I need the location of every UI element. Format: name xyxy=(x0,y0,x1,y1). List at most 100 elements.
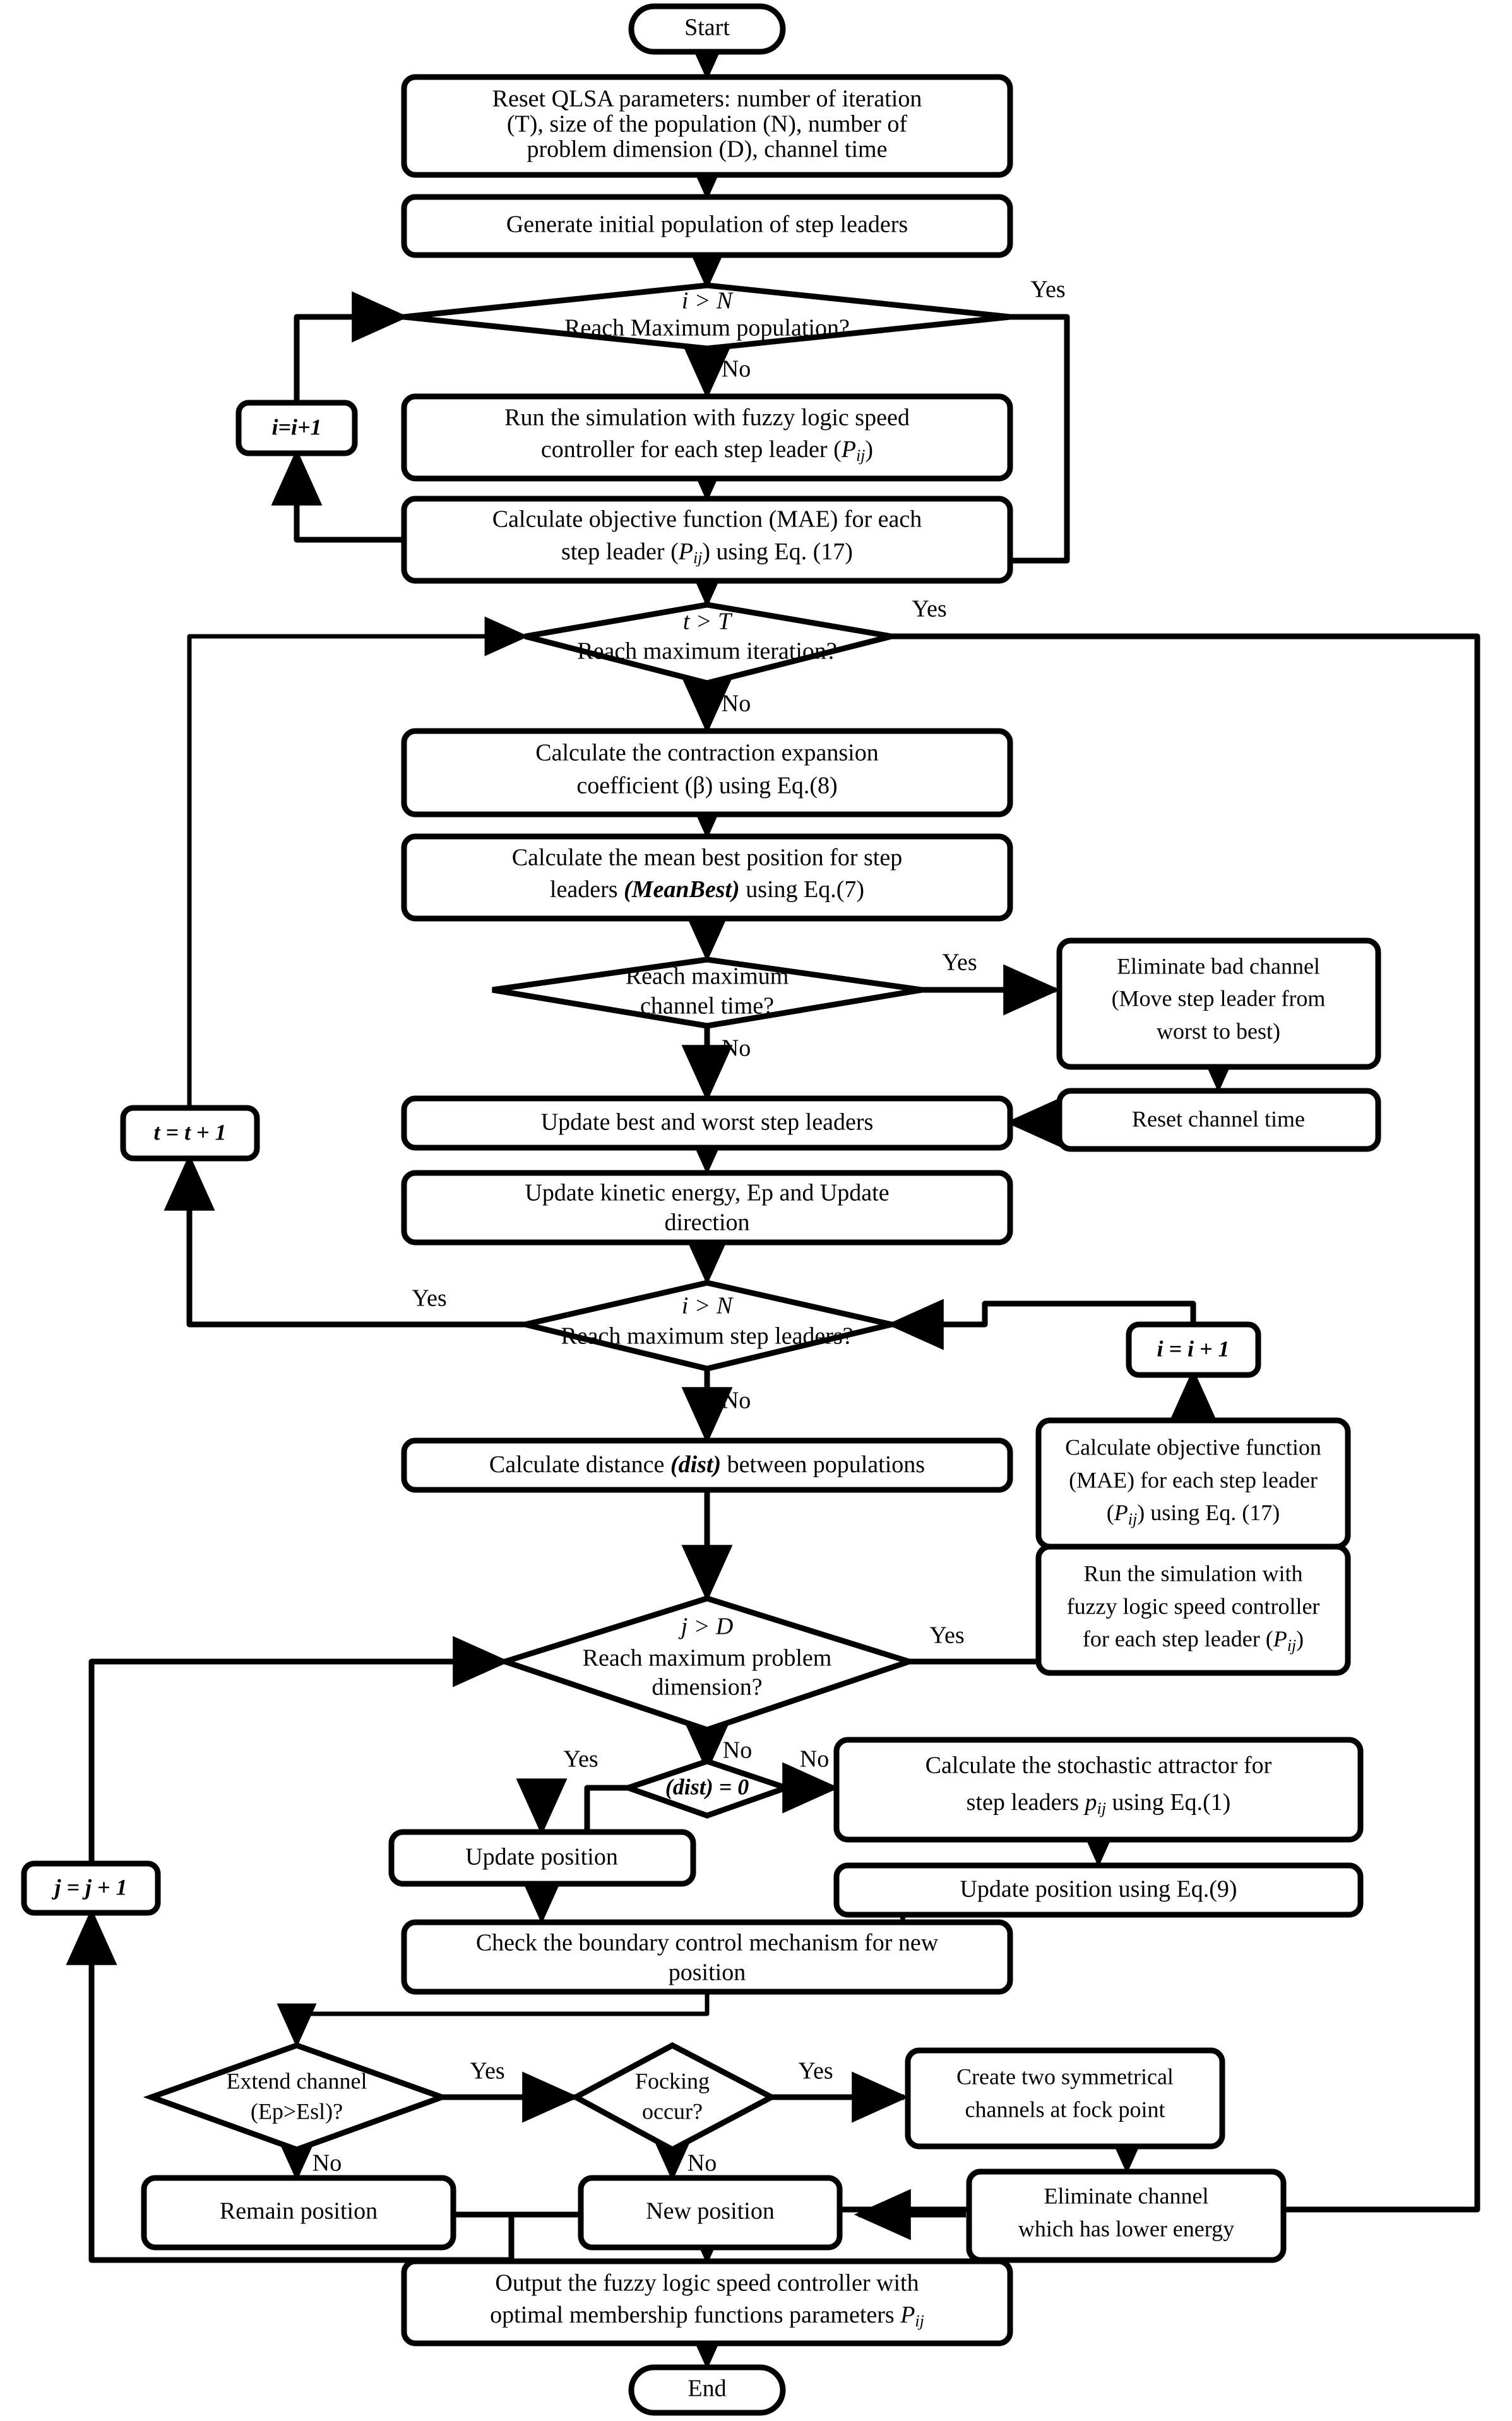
node-decision-step-leaders[interactable]: i > N Reach maximum step leaders? xyxy=(524,1280,893,1372)
label-deciter-no: No xyxy=(722,691,751,717)
node-reset-channel-time[interactable]: Reset channel time xyxy=(1056,1088,1381,1152)
decision-channel-time-shape xyxy=(492,956,922,1029)
check-boundary-line1: Check the boundary control mechanism for… xyxy=(476,1930,939,1956)
node-calc-meanbest[interactable]: Calculate the mean best position for ste… xyxy=(401,833,1013,922)
update-kinetic-energy-shape xyxy=(401,1170,1013,1246)
j-increment-shape xyxy=(21,1860,161,1916)
decision-focking-line2: occur? xyxy=(642,2098,703,2124)
node-generate-population[interactable]: Generate initial population of step lead… xyxy=(401,194,1013,258)
node-calc-distance[interactable]: Calculate distance (dist) between popula… xyxy=(401,1437,1013,1493)
label-decdist-no: No xyxy=(800,1746,829,1773)
i-increment-2-label: i = i + 1 xyxy=(1157,1336,1229,1361)
edge-decsl-yes xyxy=(164,1153,525,1328)
calc-objective-2-line2: (MAE) for each step leader xyxy=(1069,1467,1318,1492)
reset-channel-time-label: Reset channel time xyxy=(1132,1106,1305,1131)
decision-population-line2: Reach Maximum population? xyxy=(564,315,850,342)
run-simulation-2-line3: for each step leader (Pij) xyxy=(1083,1626,1304,1655)
node-end[interactable]: End xyxy=(628,2364,786,2416)
node-decision-focking[interactable]: Focking occur? xyxy=(569,2042,778,2153)
label-decfock-yes: Yes xyxy=(798,2058,833,2085)
node-calc-objective-2[interactable]: Calculate objective function (MAE) for e… xyxy=(1035,1417,1351,1550)
label-decchannel-yes: Yes xyxy=(942,949,977,976)
calc-distance-shape xyxy=(401,1437,1013,1493)
node-run-simulation-1[interactable]: Run the simulation with fuzzy logic spee… xyxy=(401,393,1013,482)
node-remain-position[interactable]: Remain position xyxy=(141,2175,456,2251)
node-update-position[interactable]: Update position xyxy=(388,1829,696,1887)
update-ke-line1: Update kinetic energy, Ep and Update xyxy=(525,1180,889,1206)
node-run-simulation-2[interactable]: Run the simulation with fuzzy logic spee… xyxy=(1035,1544,1351,1676)
update-position-eq9-shape xyxy=(833,1862,1364,1918)
j-increment-label: j = j + 1 xyxy=(51,1874,127,1900)
eliminate-lower-line1: Eliminate channel xyxy=(1044,2183,1209,2208)
check-boundary-shape xyxy=(401,1919,1013,1995)
calc-beta-line1: Calculate the contraction expansion xyxy=(535,740,878,766)
label-decfock-no: No xyxy=(688,2150,717,2177)
node-create-two-channels[interactable]: Create two symmetrical channels at fock … xyxy=(905,2047,1225,2150)
node-output[interactable]: Output the fuzzy logic speed controller … xyxy=(401,2258,1013,2347)
node-start[interactable]: Start xyxy=(628,3,786,55)
node-i-increment-2[interactable]: i = i + 1 xyxy=(1126,1321,1261,1378)
t-increment-label: t = t + 1 xyxy=(153,1119,226,1145)
edge-iinc1-to-decpop xyxy=(294,291,409,403)
node-eliminate-bad-channel[interactable]: Eliminate bad channel (Move step leader … xyxy=(1056,937,1381,1070)
eliminate-lower-line2: which has lower energy xyxy=(1018,2216,1234,2241)
calc-objective-1-line1: Calculate objective function (MAE) for e… xyxy=(492,506,922,533)
node-decision-dist-zero[interactable]: (dist) = 0 xyxy=(619,1758,795,1819)
node-eliminate-lower-energy[interactable]: Eliminate channel which has lower energy xyxy=(966,2168,1287,2263)
node-check-boundary[interactable]: Check the boundary control mechanism for… xyxy=(401,1919,1013,1995)
calc-attractor-line1: Calculate the stochastic attractor for xyxy=(926,1752,1272,1779)
node-new-position[interactable]: New position xyxy=(578,2175,843,2251)
decision-extend-line1: Extend channel xyxy=(227,2068,367,2093)
run-simulation-2-line1: Run the simulation with xyxy=(1084,1561,1303,1586)
label-decsl-no: No xyxy=(722,1388,751,1414)
edge-positions-to-jinc xyxy=(66,1908,515,2263)
node-decision-dimension[interactable]: j > D Reach maximum problem dimension? xyxy=(496,1595,919,1733)
node-decision-extend-channel[interactable]: Extend channel (Ep>Esl)? xyxy=(143,2042,451,2153)
label-decsl-yes: Yes xyxy=(412,1285,446,1312)
output-line2: optimal membership functions parameters … xyxy=(490,2302,924,2330)
decision-iteration-line1: t > T xyxy=(683,609,733,635)
eliminate-bad-channel-shape xyxy=(1056,937,1381,1070)
node-calc-objective-1[interactable]: Calculate objective function (MAE) for e… xyxy=(401,496,1013,584)
eliminate-lower-energy-shape xyxy=(966,2168,1287,2263)
calc-objective-1-line2: step leader (Pij) using Eq. (17) xyxy=(561,538,853,567)
calc-attractor-line2: step leaders pij using Eq.(1) xyxy=(967,1789,1231,1817)
decision-population-line1: i > N xyxy=(682,288,734,314)
node-decision-iteration[interactable]: t > T Reach maximum iteration? xyxy=(524,602,893,686)
node-decision-population[interactable]: i > N Reach Maximum population? xyxy=(403,282,1011,352)
calc-meanbest-line1: Calculate the mean best position for ste… xyxy=(512,845,902,871)
run-simulation-2-line2: fuzzy logic speed controller xyxy=(1067,1593,1320,1619)
end-shape xyxy=(628,2364,786,2416)
node-update-kinetic-energy[interactable]: Update kinetic energy, Ep and Update dir… xyxy=(401,1170,1013,1246)
calc-beta-shape xyxy=(401,728,1013,818)
start-shape xyxy=(628,3,786,55)
node-decision-channel-time[interactable]: Reach maximum channel time? xyxy=(492,956,922,1029)
eliminate-bad-line1: Eliminate bad channel xyxy=(1117,953,1320,979)
new-position-shape xyxy=(578,2175,843,2251)
create-two-line1: Create two symmetrical xyxy=(956,2064,1174,2089)
check-boundary-line2: position xyxy=(669,1960,746,1986)
label-decpop-yes: Yes xyxy=(1030,277,1065,303)
decision-population-shape xyxy=(403,282,1011,352)
decision-focking-shape xyxy=(569,2042,778,2153)
calc-objective-1-shape xyxy=(401,496,1013,584)
decision-extend-line2: (Ep>Esl)? xyxy=(251,2098,343,2124)
eliminate-bad-line3: worst to best) xyxy=(1157,1018,1280,1044)
node-update-position-eq9[interactable]: Update position using Eq.(9) xyxy=(833,1862,1364,1918)
calc-objective-2-line1: Calculate objective function xyxy=(1065,1434,1321,1460)
node-t-increment[interactable]: t = t + 1 xyxy=(120,1105,260,1162)
decision-dim-line3: dimension? xyxy=(652,1674,762,1701)
remain-position-label: Remain position xyxy=(220,2198,378,2225)
calc-beta-line2: coefficient (β) using Eq.(8) xyxy=(576,773,837,799)
node-i-increment-1[interactable]: i=i+1 xyxy=(235,400,358,456)
edge-jinc-to-decdim xyxy=(88,1636,510,1864)
node-reset-params[interactable]: Reset QLSA parameters: number of iterati… xyxy=(401,74,1013,178)
decision-dimension-shape xyxy=(496,1595,919,1733)
node-calc-attractor[interactable]: Calculate the stochastic attractor for s… xyxy=(833,1737,1364,1843)
decision-iteration-line2: Reach maximum iteration? xyxy=(577,638,837,665)
node-calc-beta[interactable]: Calculate the contraction expansion coef… xyxy=(401,728,1013,818)
node-update-best-worst[interactable]: Update best and worst step leaders xyxy=(401,1095,1013,1151)
node-j-increment[interactable]: j = j + 1 xyxy=(21,1860,161,1916)
label-decpop-no: No xyxy=(722,356,751,383)
decision-step-leaders-shape xyxy=(524,1280,893,1372)
